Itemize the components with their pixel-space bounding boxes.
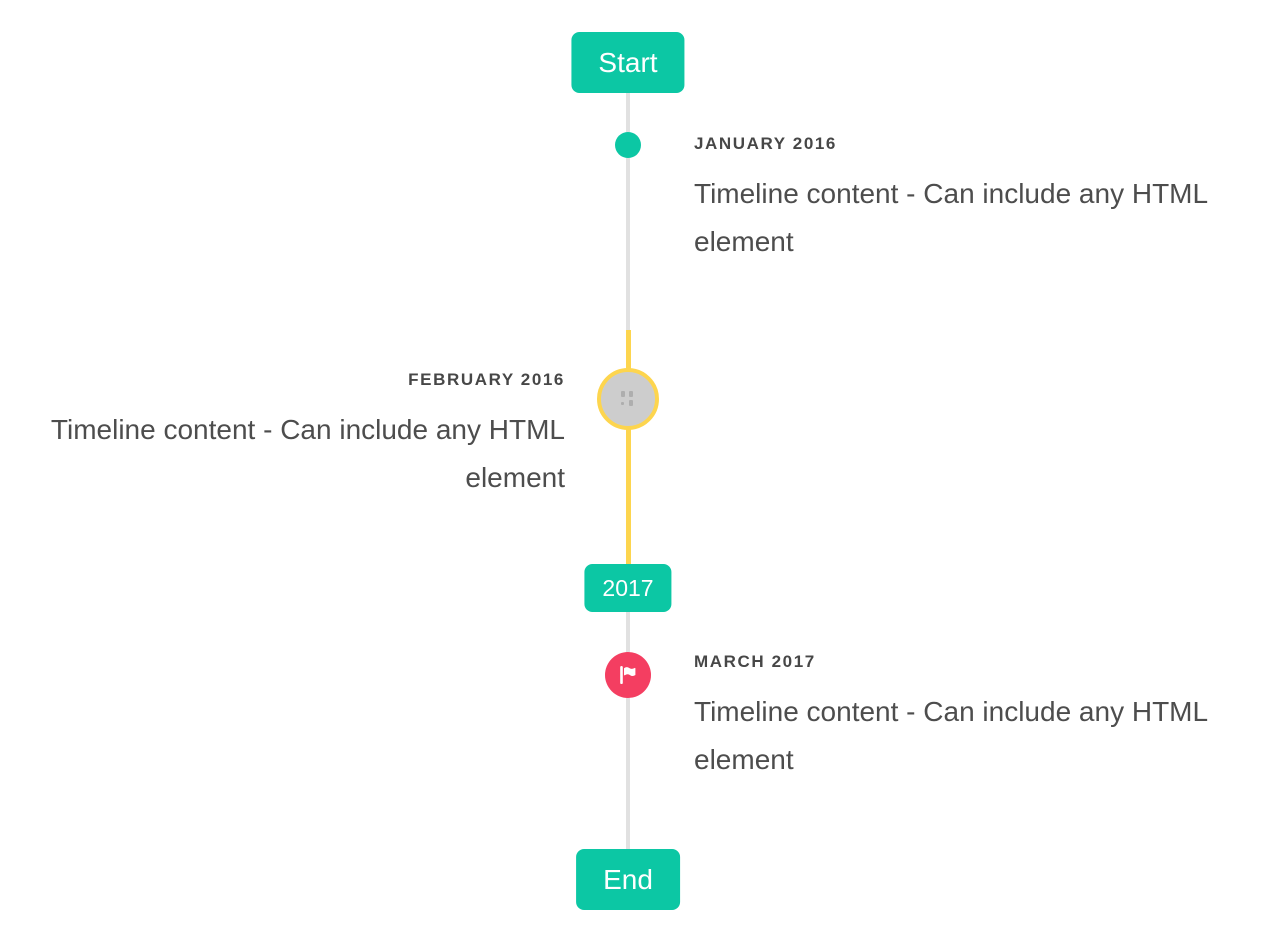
item-content: Timeline content - Can include any HTML … [694,178,1208,257]
timeline-end-badge: End [576,849,680,910]
timeline-item-january: JANUARY 2016 Timeline content - Can incl… [694,132,1226,266]
timeline-line-segment-top [626,93,630,330]
flag-icon [620,666,636,684]
broken-image-icon [621,391,635,407]
timeline-start-badge: Start [571,32,685,93]
timeline-marker-january[interactable] [615,132,641,158]
timeline-line-segment-bottom [626,611,630,849]
timeline-year-badge: 2017 [584,564,672,612]
timeline-item-march: MARCH 2017 Timeline content - Can includ… [694,650,1226,784]
item-title: JANUARY 2016 [694,134,837,153]
timeline-line-segment-active [626,330,631,567]
item-content: Timeline content - Can include any HTML … [694,696,1208,775]
timeline-item-february: FEBRUARY 2016 Timeline content - Can inc… [5,368,565,502]
timeline-marker-march[interactable] [605,652,651,698]
item-title: MARCH 2017 [694,652,816,671]
item-content: Timeline content - Can include any HTML … [50,414,565,493]
item-title: FEBRUARY 2016 [408,370,565,389]
timeline-marker-february[interactable] [597,368,659,430]
